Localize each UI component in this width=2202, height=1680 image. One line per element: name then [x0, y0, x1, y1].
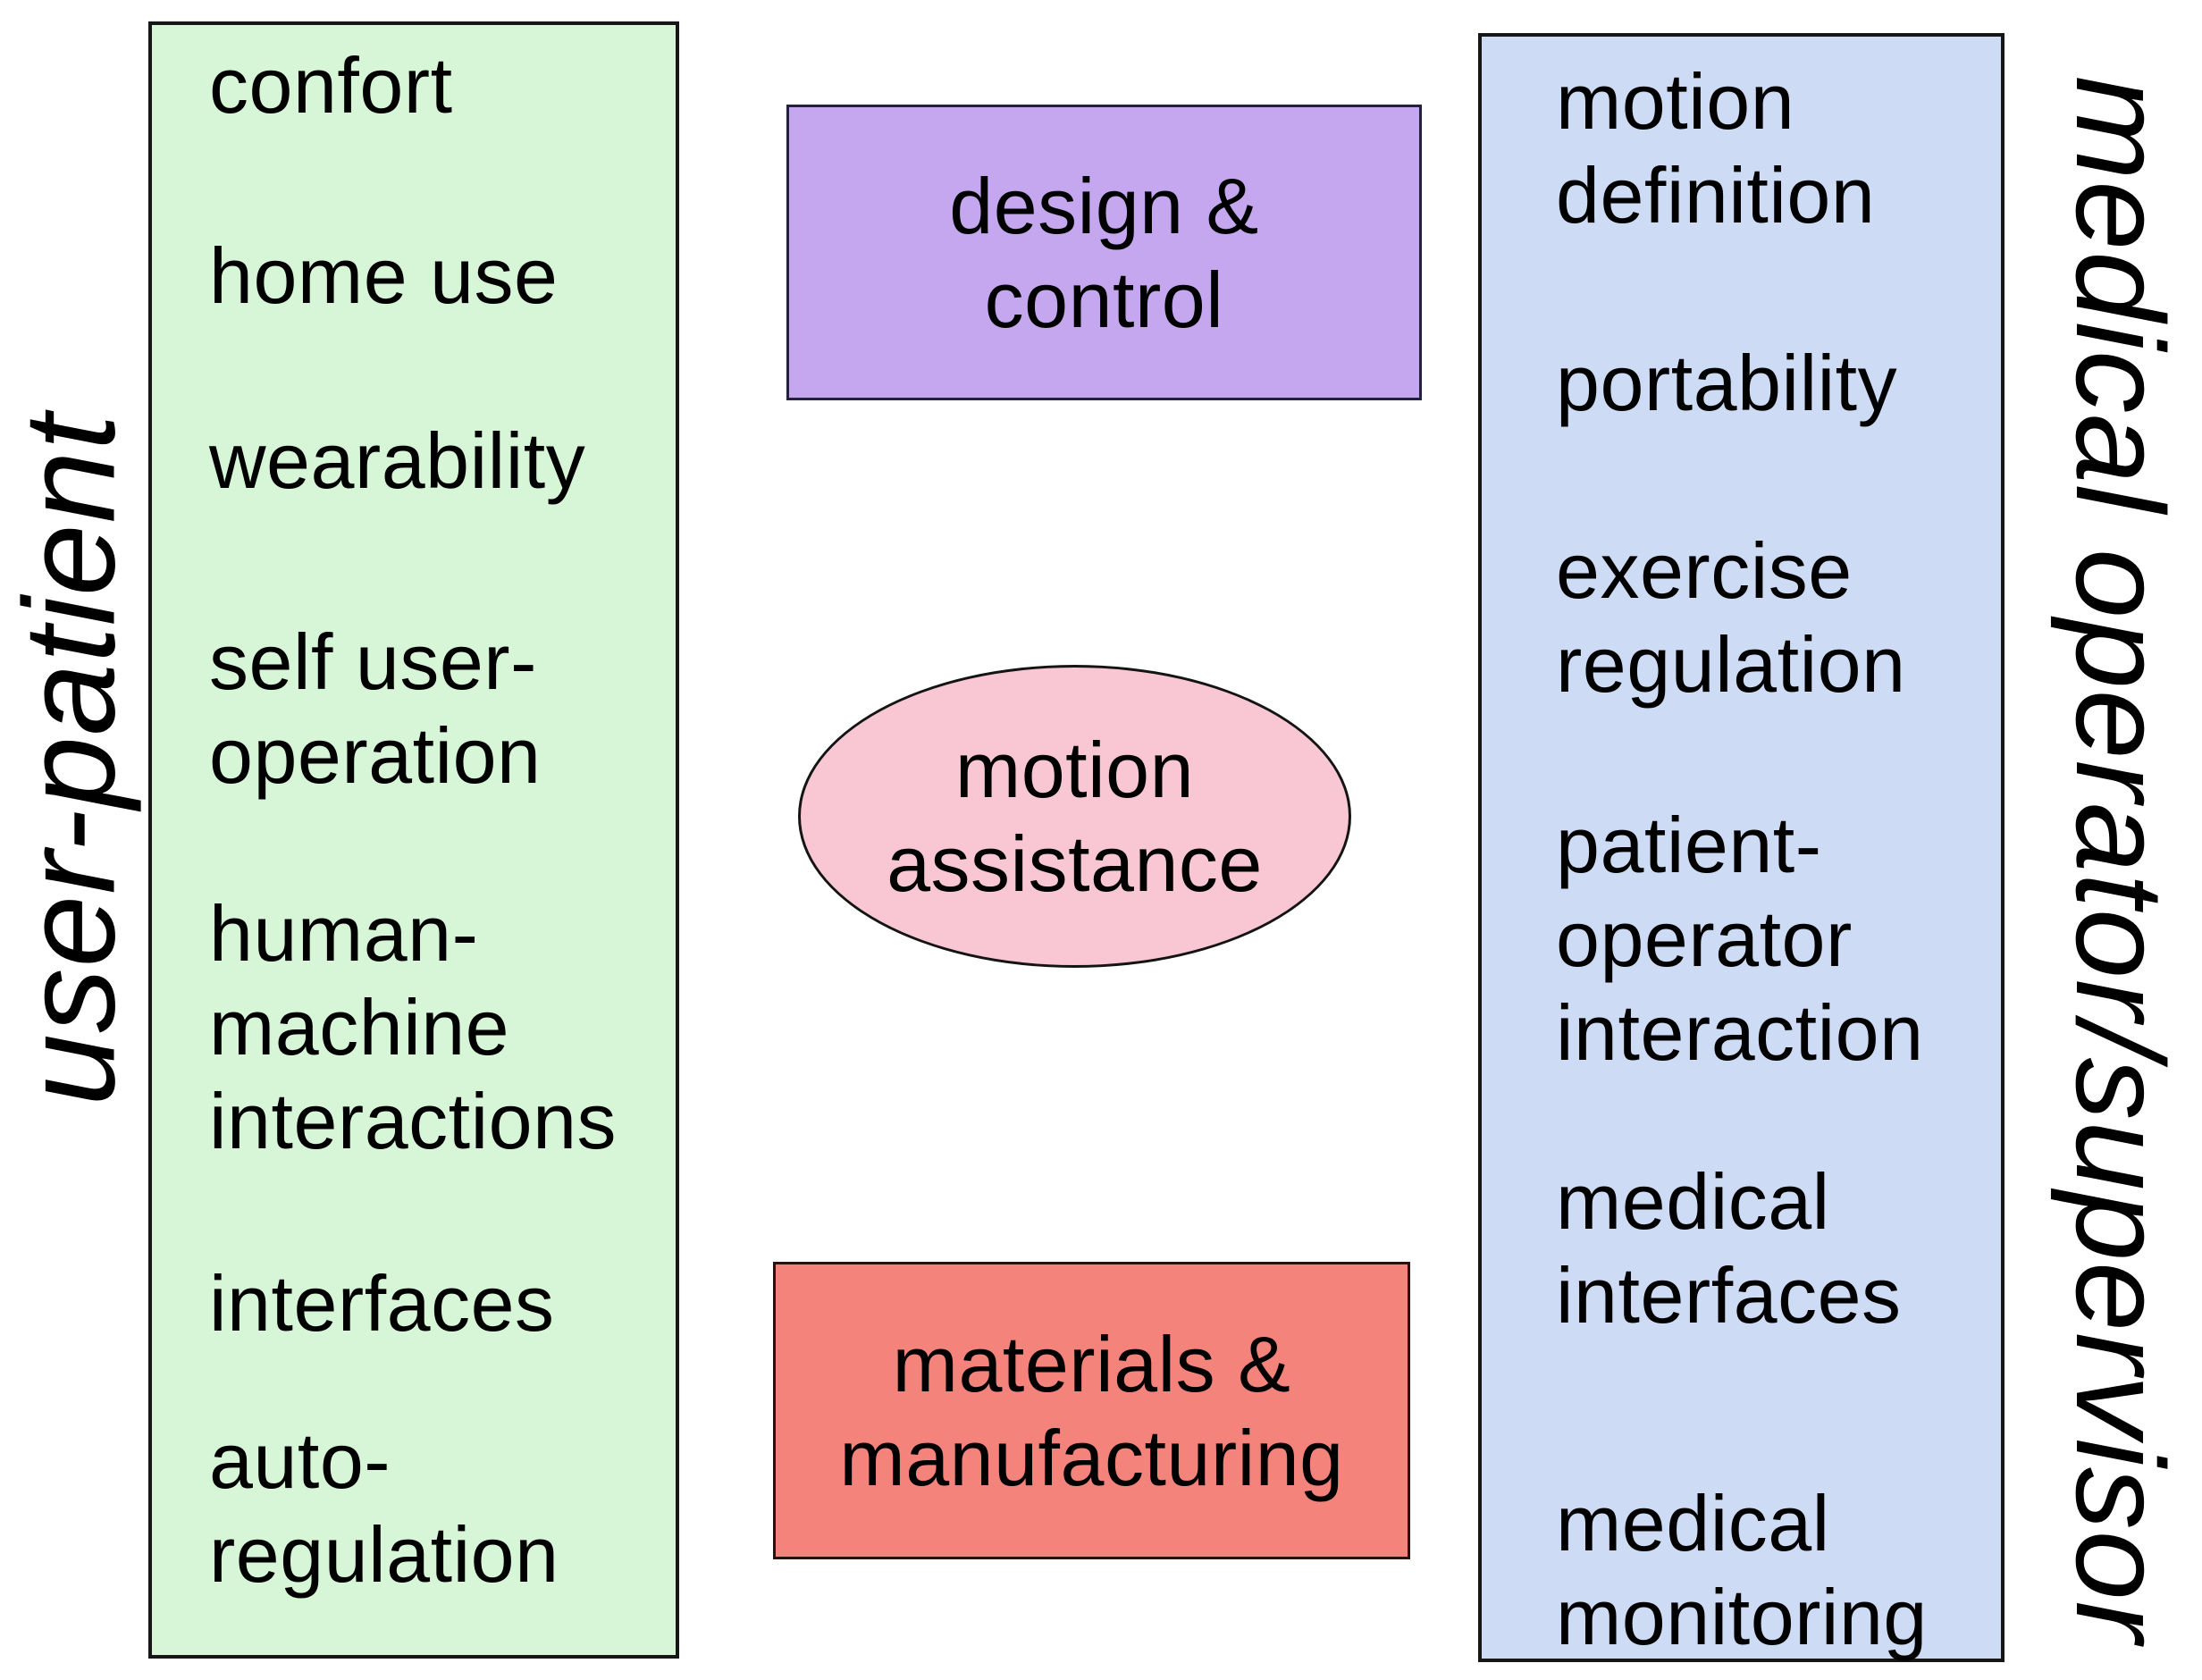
user-patient-axis-label: user-patient — [0, 413, 142, 1106]
medical-operator-panel — [1478, 33, 2004, 1662]
medical-item-medical-monitoring: medical monitoring — [1556, 1479, 1928, 1661]
medical-item-portability: portability — [1556, 339, 1898, 427]
medical-item-motion-definition: motion definition — [1556, 57, 1876, 239]
user-patient-item-human-machine-interactions: human- machine interactions — [209, 889, 618, 1165]
user-patient-item-self-user-operation: self user- operation — [209, 617, 542, 800]
user-patient-panel — [148, 21, 679, 1659]
medical-item-patient-operator-interaction: patient- operator interaction — [1556, 801, 1924, 1077]
medical-operator-supervisor-axis-label: medical operator/supervisor — [2050, 75, 2190, 1644]
medical-item-medical-interfaces: medical interfaces — [1556, 1157, 1902, 1340]
design-and-control-box: design & control — [786, 105, 1422, 400]
user-patient-item-auto-regulation: auto- regulation — [209, 1416, 559, 1599]
materials-and-manufacturing-box: materials & manufacturing — [773, 1262, 1410, 1559]
user-patient-item-interfaces: interfaces — [209, 1259, 555, 1348]
user-patient-item-wearability: wearability — [209, 416, 586, 505]
medical-item-exercise-regulation: exercise regulation — [1556, 526, 1906, 709]
user-patient-item-confort: confort — [209, 41, 453, 130]
user-patient-item-home-use: home use — [209, 231, 559, 320]
motion-assistance-ellipse: motion assistance — [798, 665, 1351, 968]
